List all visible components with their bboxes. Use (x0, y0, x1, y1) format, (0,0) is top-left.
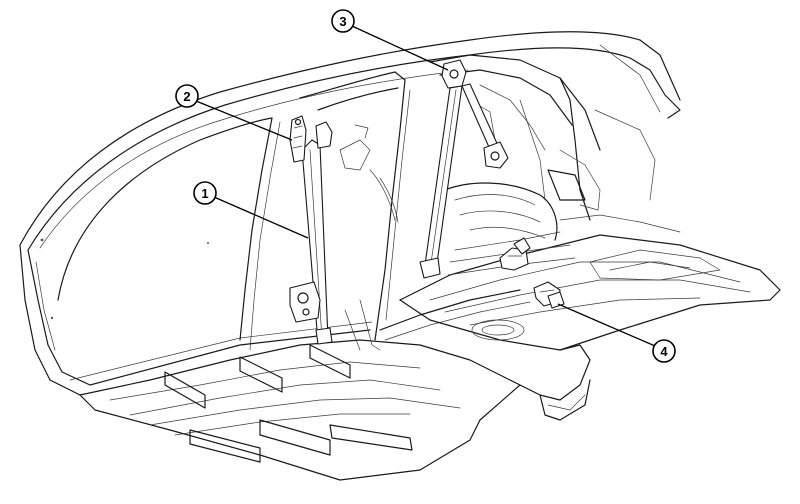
vehicle-body-structure (19, 31, 681, 396)
callout-4-label: 4 (660, 344, 668, 359)
callout-2: 2 (175, 84, 293, 141)
callout-3-label: 3 (339, 14, 346, 29)
callout-2-label: 2 (183, 89, 190, 104)
rear-outboard-seat-belt-assembly (419, 59, 509, 279)
rear-seat-belt-buckles (499, 237, 565, 309)
callout-4: 4 (557, 303, 676, 363)
center-pillar-trim (339, 124, 399, 351)
turning-loop-height-adjuster (289, 115, 307, 163)
scan-speckles (40, 238, 209, 320)
callout-3: 3 (331, 9, 449, 71)
front-seat-belt-assembly (289, 121, 333, 345)
callout-1: 1 (193, 181, 309, 239)
callout-1-label: 1 (201, 186, 208, 201)
